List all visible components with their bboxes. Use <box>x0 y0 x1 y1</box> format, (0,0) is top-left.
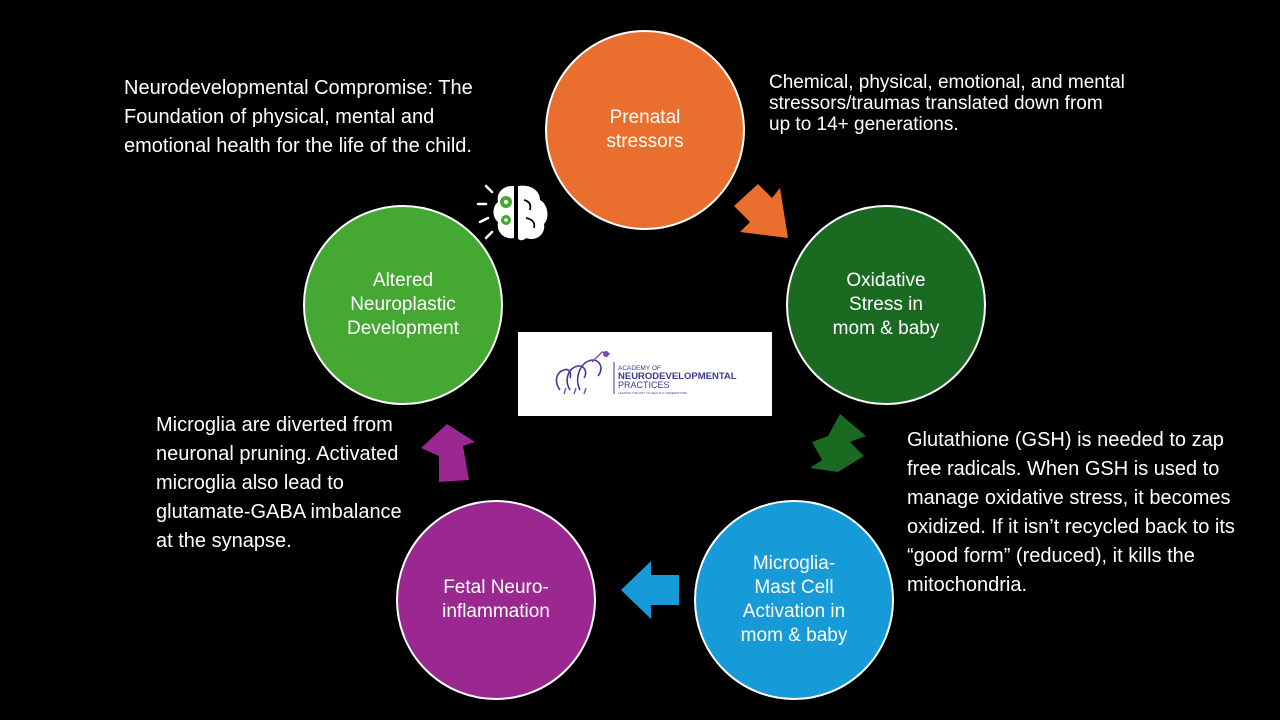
brain-gears-icon <box>476 184 548 241</box>
node-label: Prenatal stressors <box>606 107 684 152</box>
node-prenatal-stressors: Prenatal stressors <box>545 30 745 230</box>
note-neurodevelopmental-compromise: Neurodevelopmental Compromise: The Found… <box>124 77 473 157</box>
logo-line3: PRACTICES <box>618 380 670 390</box>
node-fetal-neuroinflammation: Fetal Neuro- inflammation <box>396 500 596 700</box>
arrow-purple-icon <box>421 424 475 482</box>
arrow-blue-icon <box>621 561 679 619</box>
logo-tagline: LEADING THE WAY TO HEALTHY GENERATIONS <box>618 391 687 395</box>
arrow-green-icon <box>810 414 866 472</box>
note-microglia: Microglia are diverted from neuronal pru… <box>156 414 402 552</box>
note-stressors: Chemical, physical, emotional, and menta… <box>769 72 1125 135</box>
arrow-orange-icon <box>734 184 788 238</box>
node-label: Oxidative Stress in mom & baby <box>832 270 940 339</box>
logo-line2: NEURODEVELOPMENTAL <box>618 371 737 382</box>
node-label: Microglia- Mast Cell Activation in mom &… <box>740 553 848 646</box>
note-glutathione: Glutathione (GSH) is needed to zap free … <box>907 429 1235 596</box>
node-microglia-activation: Microglia- Mast Cell Activation in mom &… <box>694 500 894 700</box>
academy-logo: ACADEMY OF NEURODEVELOPMENTAL PRACTICES … <box>518 332 772 416</box>
node-label: Fetal Neuro- inflammation <box>442 577 550 622</box>
node-oxidative-stress: Oxidative Stress in mom & baby <box>786 205 986 405</box>
node-label: Altered Neuroplastic Development <box>347 270 459 339</box>
node-altered-neuroplastic: Altered Neuroplastic Development <box>303 205 503 405</box>
logo-line1: ACADEMY OF <box>618 365 661 372</box>
